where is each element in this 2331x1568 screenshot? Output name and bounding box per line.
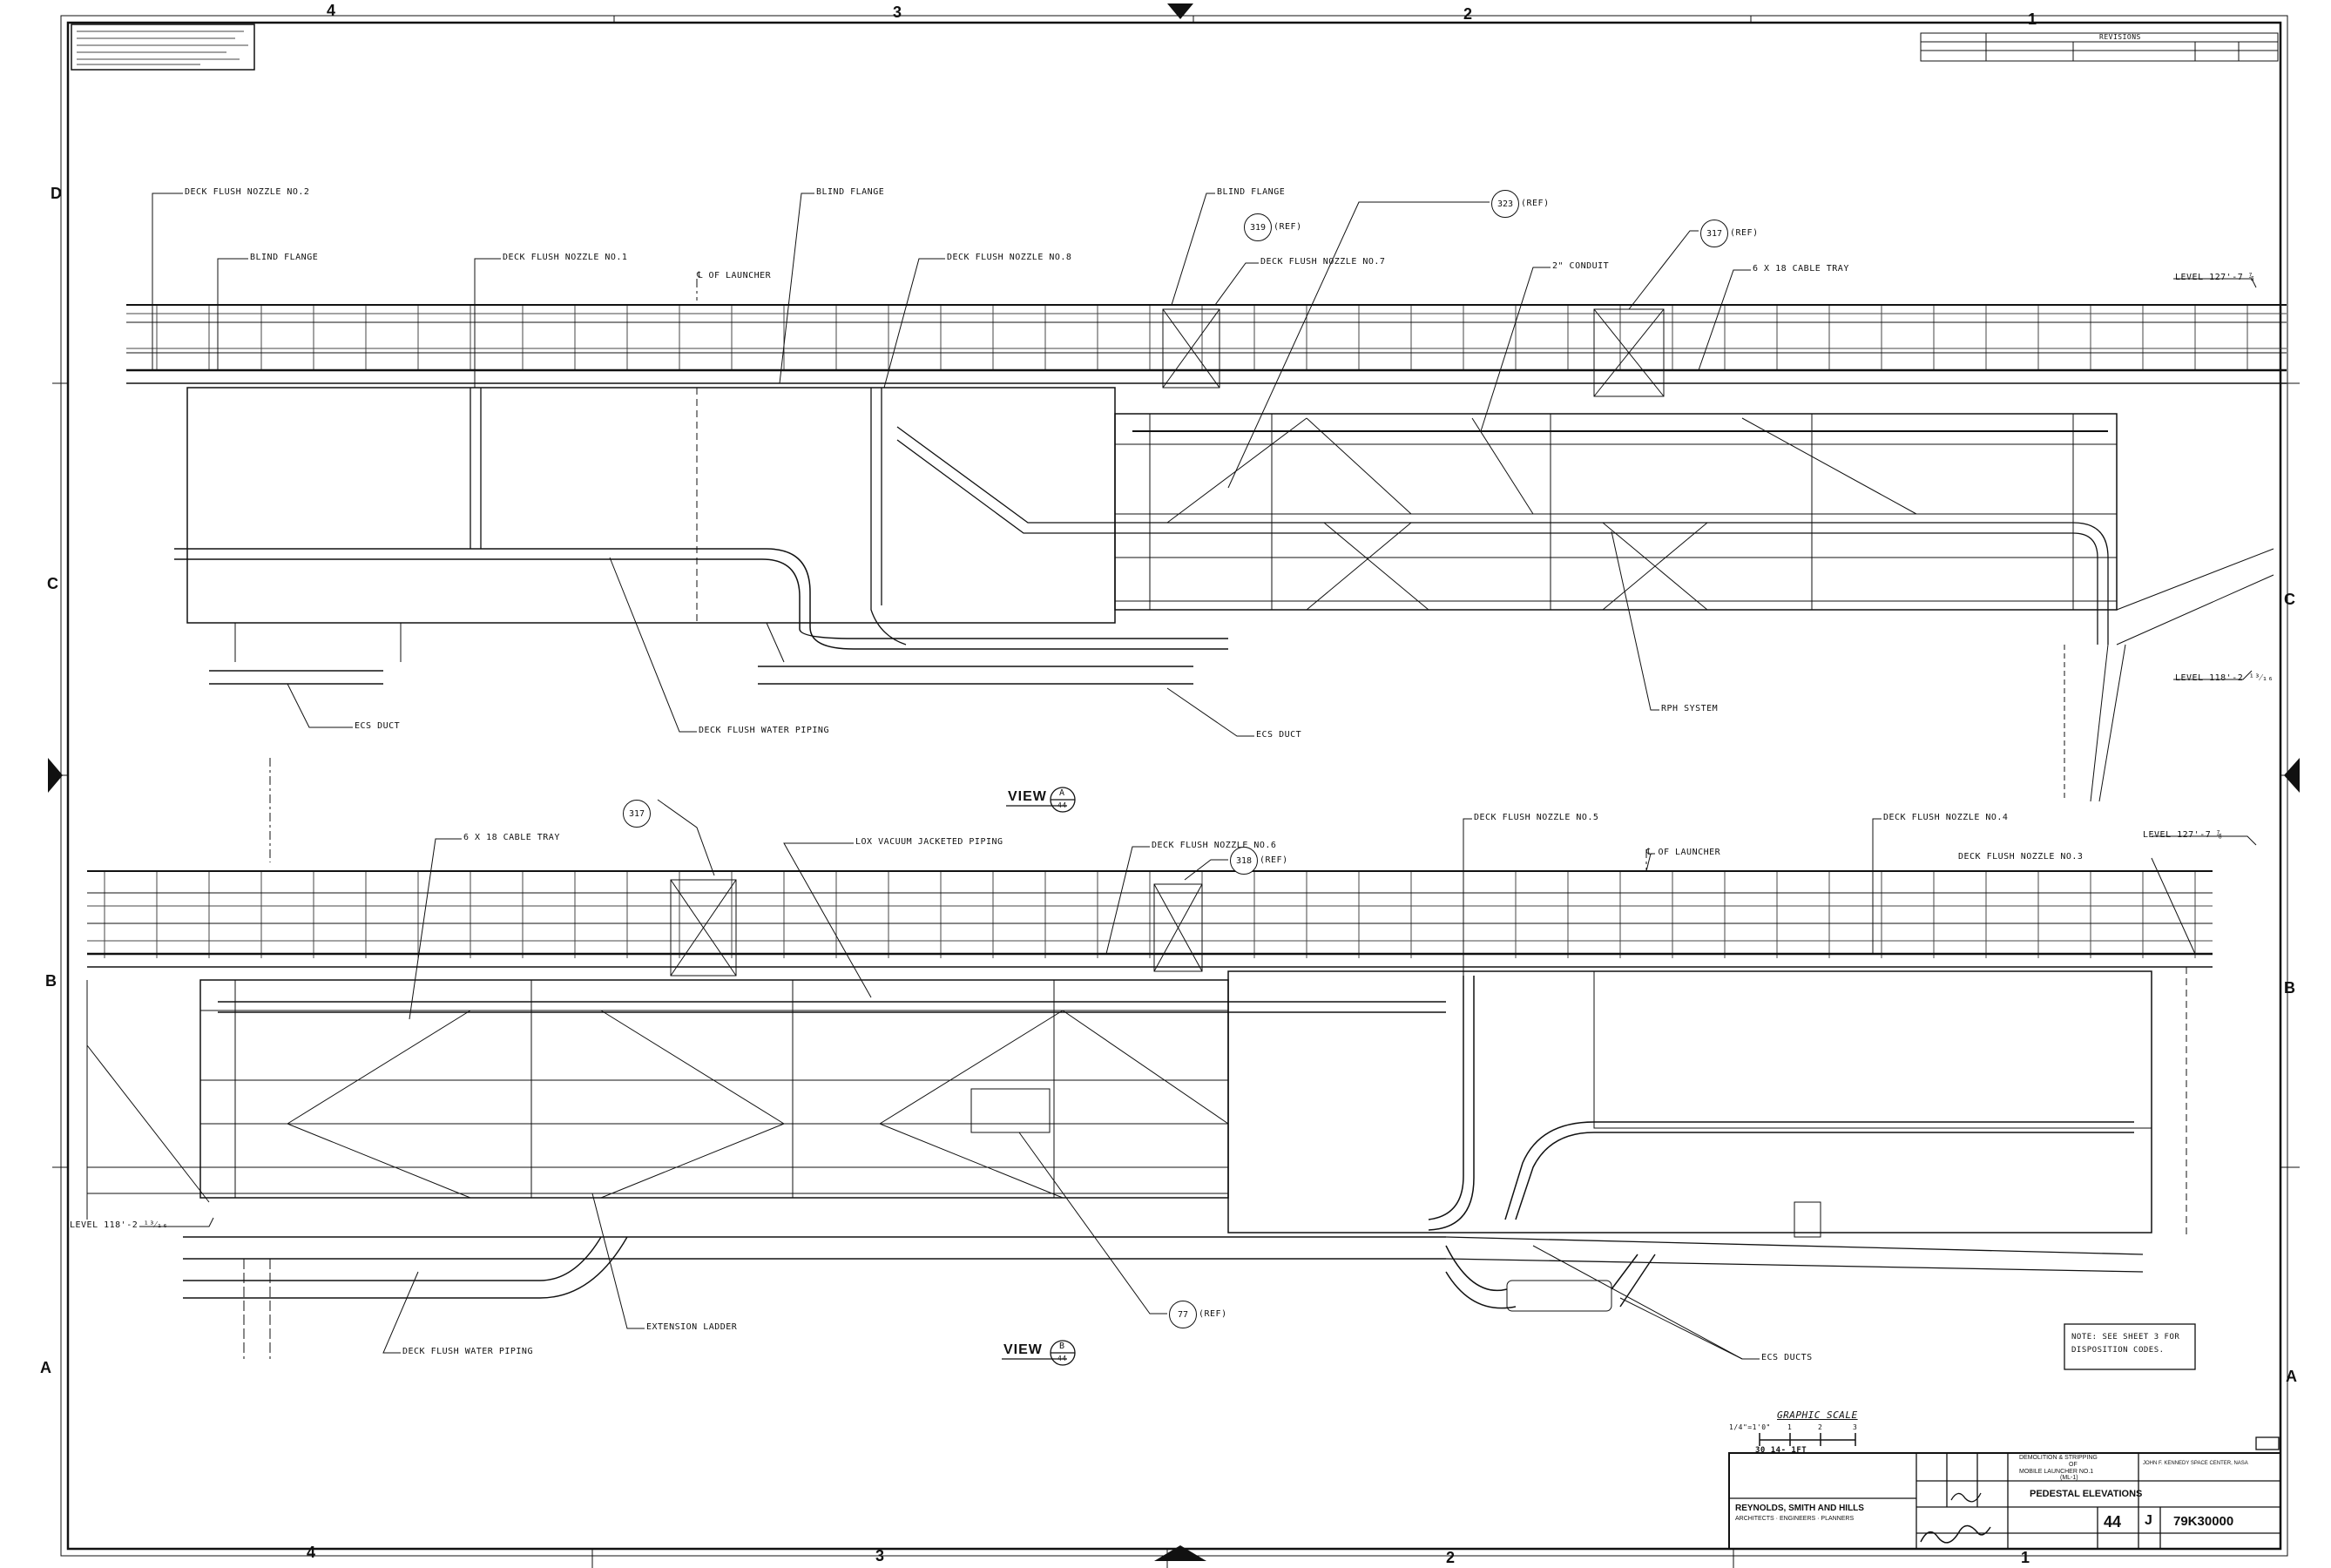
callout-bubble-323: 323 (1491, 190, 1519, 218)
firm-name: REYNOLDS, SMITH AND HILLS (1735, 1504, 1864, 1513)
zone-top-3: 3 (893, 3, 902, 21)
notes-line-1: NOTE: SEE SHEET 3 FOR (2071, 1333, 2180, 1342)
view-b-leaders (139, 799, 2257, 1360)
label-a-level-top: LEVEL 127'-7 ⅞ (2175, 273, 2255, 282)
label-b-deck-water-piping: DECK FLUSH WATER PIPING (402, 1347, 533, 1356)
label-a-rph-system: RPH SYSTEM (1661, 704, 1719, 713)
label-a-blind-flange-left: BLIND FLANGE (250, 253, 319, 262)
view-b-sheet-ref: 44 (1057, 1355, 1067, 1362)
label-b-ecs-ducts: ECS DUCTS (1761, 1353, 1813, 1362)
label-a-nozzle8: DECK FLUSH NOZZLE NO.8 (947, 253, 1072, 262)
zone-bottom-3: 3 (875, 1547, 885, 1565)
sheet-number: 44 (2104, 1513, 2122, 1531)
project-line-4: (ML-1) (2060, 1475, 2078, 1481)
label-a-deck-water-piping: DECK FLUSH WATER PIPING (699, 726, 829, 735)
callout-bubble-317b: 317 (623, 800, 651, 828)
sheet-border (52, 15, 2300, 1568)
zone-left-A: A (40, 1359, 51, 1376)
zone-top-1: 1 (2028, 10, 2037, 28)
label-b-lox-piping: LOX VACUUM JACKETED PIPING (855, 837, 1003, 847)
zone-left-C: C (47, 575, 58, 592)
revisions-heading: REVISIONS (2099, 33, 2141, 41)
label-b-nozzle4: DECK FLUSH NOZZLE NO.4 (1883, 813, 2009, 822)
stamp-box (71, 24, 255, 71)
sheet-title: PEDESTAL ELEVATIONS (2030, 1489, 2143, 1499)
view-a-leaders (152, 193, 2257, 737)
label-b-level-top: LEVEL 127'-7 ⅞ (2143, 830, 2223, 840)
graphic-scale-caption: 30 14- 1FT (1755, 1446, 1807, 1455)
label-b-nozzle3: DECK FLUSH NOZZLE NO.3 (1958, 852, 2084, 862)
agency-name: JOHN F. KENNEDY SPACE CENTER, NASA (2143, 1461, 2248, 1466)
label-a-nozzle7: DECK FLUSH NOZZLE NO.7 (1260, 257, 1386, 267)
checker-signature (1950, 1492, 1982, 1503)
view-a-elevation (126, 279, 2287, 802)
label-a-level-bottom: LEVEL 118'-2 ¹³⁄₁₆ (2175, 673, 2274, 683)
label-a-cable-tray: 6 X 18 CABLE TRAY (1753, 264, 1849, 274)
callout-bubble-318: 318 (1230, 847, 1258, 875)
zone-bottom-2: 2 (1446, 1549, 1456, 1566)
graphic-scale-tick-0: 1/4"=1'0" (1729, 1423, 1771, 1431)
callout-bubble-319: 319 (1244, 213, 1272, 241)
label-a-ecs-duct: ECS DUCT (355, 721, 401, 731)
view-a-sheet-ref: 44 (1057, 801, 1067, 809)
label-a-ref319-tag: (REF) (1274, 222, 1302, 232)
label-b-nozzle5: DECK FLUSH NOZZLE NO.5 (1474, 813, 1599, 822)
view-title-marks (1002, 787, 1076, 1366)
firm-subtitle: ARCHITECTS · ENGINEERS · PLANNERS (1735, 1516, 1855, 1522)
approval-signature (1920, 1524, 1991, 1544)
notes-box (2064, 1323, 2196, 1370)
project-line-2: OF (2069, 1462, 2078, 1468)
zone-top-2: 2 (1463, 5, 1473, 23)
zone-right-C: C (2284, 591, 2295, 608)
label-b-cable-tray: 6 X 18 CABLE TRAY (463, 833, 560, 842)
graphic-scale-bar (1759, 1433, 1856, 1446)
label-a-nozzle1: DECK FLUSH NOZZLE NO.1 (503, 253, 628, 262)
revisions-block (1920, 32, 2279, 62)
graphic-scale-tick-3: 3 (1853, 1423, 1858, 1431)
zone-left-D: D (51, 185, 62, 202)
view-a-title: VIEW (1008, 789, 1047, 804)
project-line-3: MOBILE LAUNCHER NO.1 (2019, 1469, 2094, 1475)
label-b-extension-ladder: EXTENSION LADDER (646, 1322, 738, 1332)
callout-bubble-317a: 317 (1700, 220, 1728, 247)
label-a-blind-flange-right: BLIND FLANGE (1217, 187, 1286, 197)
zone-right-A: A (2286, 1368, 2297, 1385)
label-a-ecs-duct-mid: ECS DUCT (1256, 730, 1302, 740)
drawing-size: J (2145, 1513, 2152, 1528)
zone-bottom-4: 4 (307, 1544, 316, 1561)
view-b-ref-letter: B (1059, 1342, 1065, 1351)
label-a-ref317-tag: (REF) (1730, 228, 1759, 238)
callout-bubble-77: 77 (1169, 1301, 1197, 1328)
graphic-scale-title: GRAPHIC SCALE (1777, 1409, 1858, 1421)
centering-arrows (48, 3, 2300, 1561)
label-b-ref318-tag: (REF) (1260, 855, 1288, 865)
graphic-scale-tick-1: 1 (1787, 1423, 1793, 1431)
label-b-cl-launcher: ℄ OF LAUNCHER (1646, 848, 1721, 857)
project-line-1: DEMOLITION & STRIPPING (2019, 1455, 2098, 1461)
view-b-title: VIEW (1003, 1342, 1043, 1357)
title-block-frame (1728, 1436, 2281, 1550)
graphic-scale-tick-2: 2 (1818, 1423, 1823, 1431)
label-b-nozzle6: DECK FLUSH NOZZLE NO.6 (1152, 841, 1277, 850)
label-a-conduit: 2" CONDUIT (1552, 261, 1610, 271)
label-a-ref323-tag: (REF) (1521, 199, 1550, 208)
label-a-cl-launcher: ℄ OF LAUNCHER (697, 271, 772, 280)
label-b-ref77-tag: (REF) (1199, 1309, 1227, 1319)
zone-left-B: B (45, 972, 57, 990)
zone-right-B: B (2284, 979, 2295, 997)
label-b-level-bottom: LEVEL 118'-2 ¹³⁄₁₆ (70, 1220, 169, 1230)
drawing-number: 79K30000 (2173, 1514, 2234, 1529)
view-b-elevation (86, 758, 2213, 1359)
zone-top-4: 4 (327, 2, 336, 19)
zone-bottom-1: 1 (2021, 1549, 2030, 1566)
notes-line-2: DISPOSITION CODES. (2071, 1346, 2165, 1355)
label-a-blind-flange-mid: BLIND FLANGE (816, 187, 885, 197)
view-a-ref-letter: A (1059, 788, 1065, 798)
label-a-nozzle2: DECK FLUSH NOZZLE NO.2 (185, 187, 310, 197)
